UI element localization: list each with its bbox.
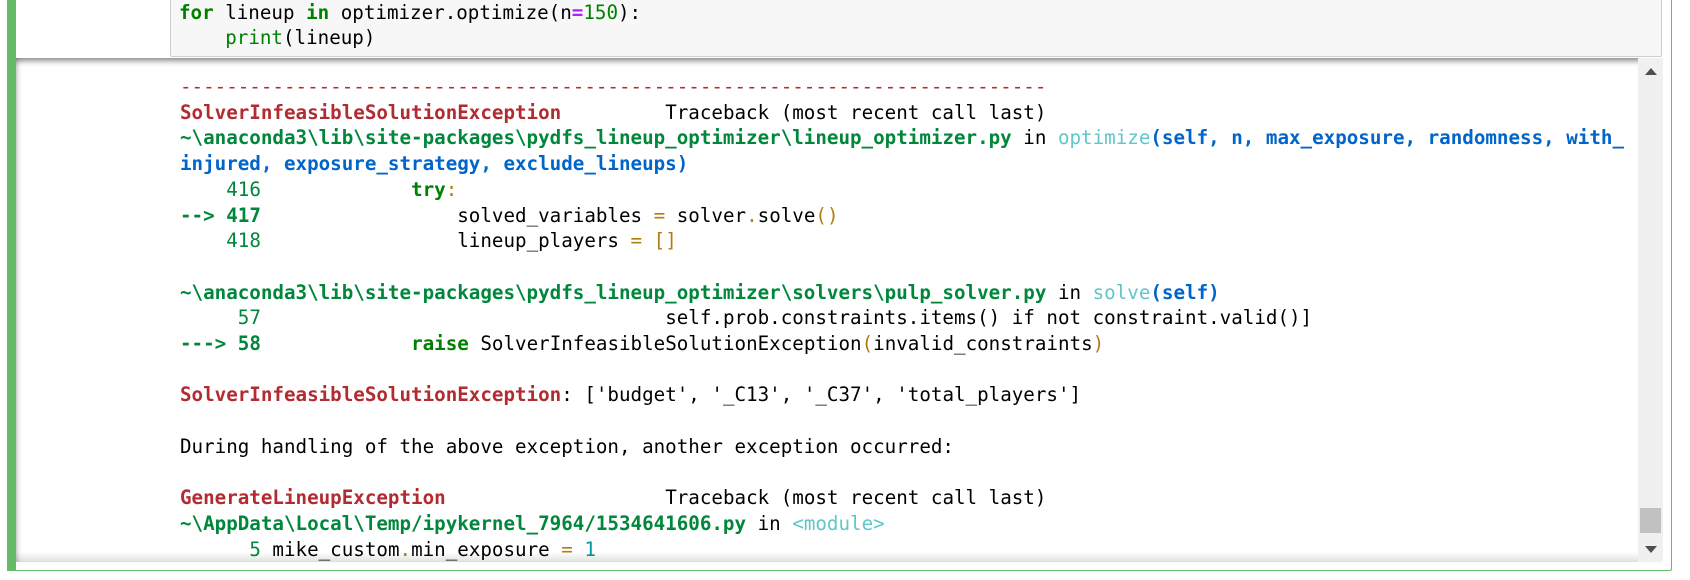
in-label: in [1046, 280, 1093, 304]
code-text: solve [757, 203, 816, 227]
code-text: mike_custom [260, 537, 400, 561]
number-literal: 1 [584, 537, 596, 561]
file-path: ~\anaconda3\lib\site-packages\pydfs_line… [180, 126, 1012, 150]
file-path: ~\AppData\Local\Temp/ipykernel_7964/1534… [180, 511, 747, 535]
punct: : [445, 177, 458, 201]
keyword-try: try [411, 177, 446, 201]
keyword-in: in [306, 1, 330, 24]
error-arrow: ---> [180, 332, 238, 356]
spacer [446, 486, 666, 509]
function-name: solve [1092, 280, 1151, 304]
line-number: 416 [226, 177, 261, 201]
line-number: 418 [226, 229, 261, 253]
file-path: ~\anaconda3\lib\site-packages\pydfs_line… [180, 280, 1047, 304]
code-text: invalid_constraints [873, 332, 1093, 356]
operator: . [399, 537, 412, 561]
exception-message: ['budget', '_C13', '_C37', 'total_player… [572, 383, 1082, 407]
builtin-print: print [225, 26, 283, 49]
exception-name: SolverInfeasibleSolutionException [180, 100, 562, 124]
operator: = [630, 229, 643, 253]
operator: = [561, 537, 573, 561]
spacer [261, 332, 411, 355]
scroll-up-arrow-icon[interactable] [1645, 68, 1657, 75]
exception-name: SolverInfeasibleSolutionException [180, 383, 562, 407]
code-text: solved_variables [260, 203, 654, 227]
colon: : [561, 383, 573, 407]
operator: = [653, 203, 666, 227]
function-args: (self) [1150, 280, 1220, 304]
traceback-label: Traceback (most recent call last) [665, 100, 1047, 124]
code-text: optimizer.optimize(n [329, 1, 572, 24]
line-marker [180, 306, 238, 329]
function-name: optimize [1057, 126, 1151, 150]
code-text: solver [665, 203, 747, 227]
code-text: lineup [213, 1, 307, 24]
code-text: lineup_players [260, 229, 631, 253]
chained-exception-notice: During handling of the above exception, … [180, 434, 954, 458]
indent [179, 26, 225, 49]
output-scrollbar[interactable] [1638, 58, 1663, 562]
line-marker [180, 178, 226, 201]
code-line-1: for lineup in optimizer.optimize(n=150): [179, 0, 641, 26]
line-marker [180, 229, 226, 252]
code-line-2: print(lineup) [179, 25, 375, 51]
scrollbar-thumb[interactable] [1640, 508, 1661, 533]
scroll-down-arrow-icon[interactable] [1645, 546, 1657, 553]
traceback-label: Traceback (most recent call last) [665, 486, 1047, 510]
code-text: (lineup) [282, 26, 376, 49]
cell-selected-indicator [7, 0, 16, 571]
brackets: [] [653, 229, 677, 253]
code-input-area[interactable]: for lineup in optimizer.optimize(n=150):… [170, 0, 1662, 57]
exception-name: GenerateLineupException [180, 486, 446, 510]
keyword-for: for [179, 1, 214, 24]
in-label: in [746, 511, 793, 535]
line-number: 58 [237, 332, 261, 356]
code-text: SolverInfeasibleSolutionException [468, 332, 862, 356]
in-label: in [1011, 126, 1058, 150]
operator: = [571, 1, 584, 24]
code-text: ): [618, 1, 642, 24]
line-number: 57 [237, 306, 261, 330]
spacer [642, 229, 654, 252]
keyword-raise: raise [411, 332, 469, 356]
traceback-output: ----------------------------------------… [180, 74, 1624, 562]
paren: () [815, 203, 839, 227]
function-args-cont: injured, exposure_strategy, exclude_line… [180, 152, 689, 176]
number-literal: 150 [583, 1, 618, 24]
code-text: self.prob.constraints.items() if not con… [260, 306, 1313, 330]
paren: ) [1092, 332, 1105, 356]
output-bottom-shadow [16, 552, 1638, 562]
paren: ( [861, 332, 874, 356]
function-name: <module> [792, 511, 885, 535]
line-number: 5 [249, 537, 261, 561]
error-arrow: --> [180, 203, 227, 227]
function-args: (self, n, max_exposure, randomness, with… [1150, 126, 1625, 150]
separator-line: ----------------------------------------… [180, 75, 1047, 98]
spacer [561, 101, 665, 124]
code-text: min_exposure [411, 537, 562, 561]
spacer [261, 178, 411, 201]
output-area[interactable]: ----------------------------------------… [16, 58, 1663, 562]
operator: . [746, 203, 758, 227]
line-number: 417 [226, 203, 261, 227]
